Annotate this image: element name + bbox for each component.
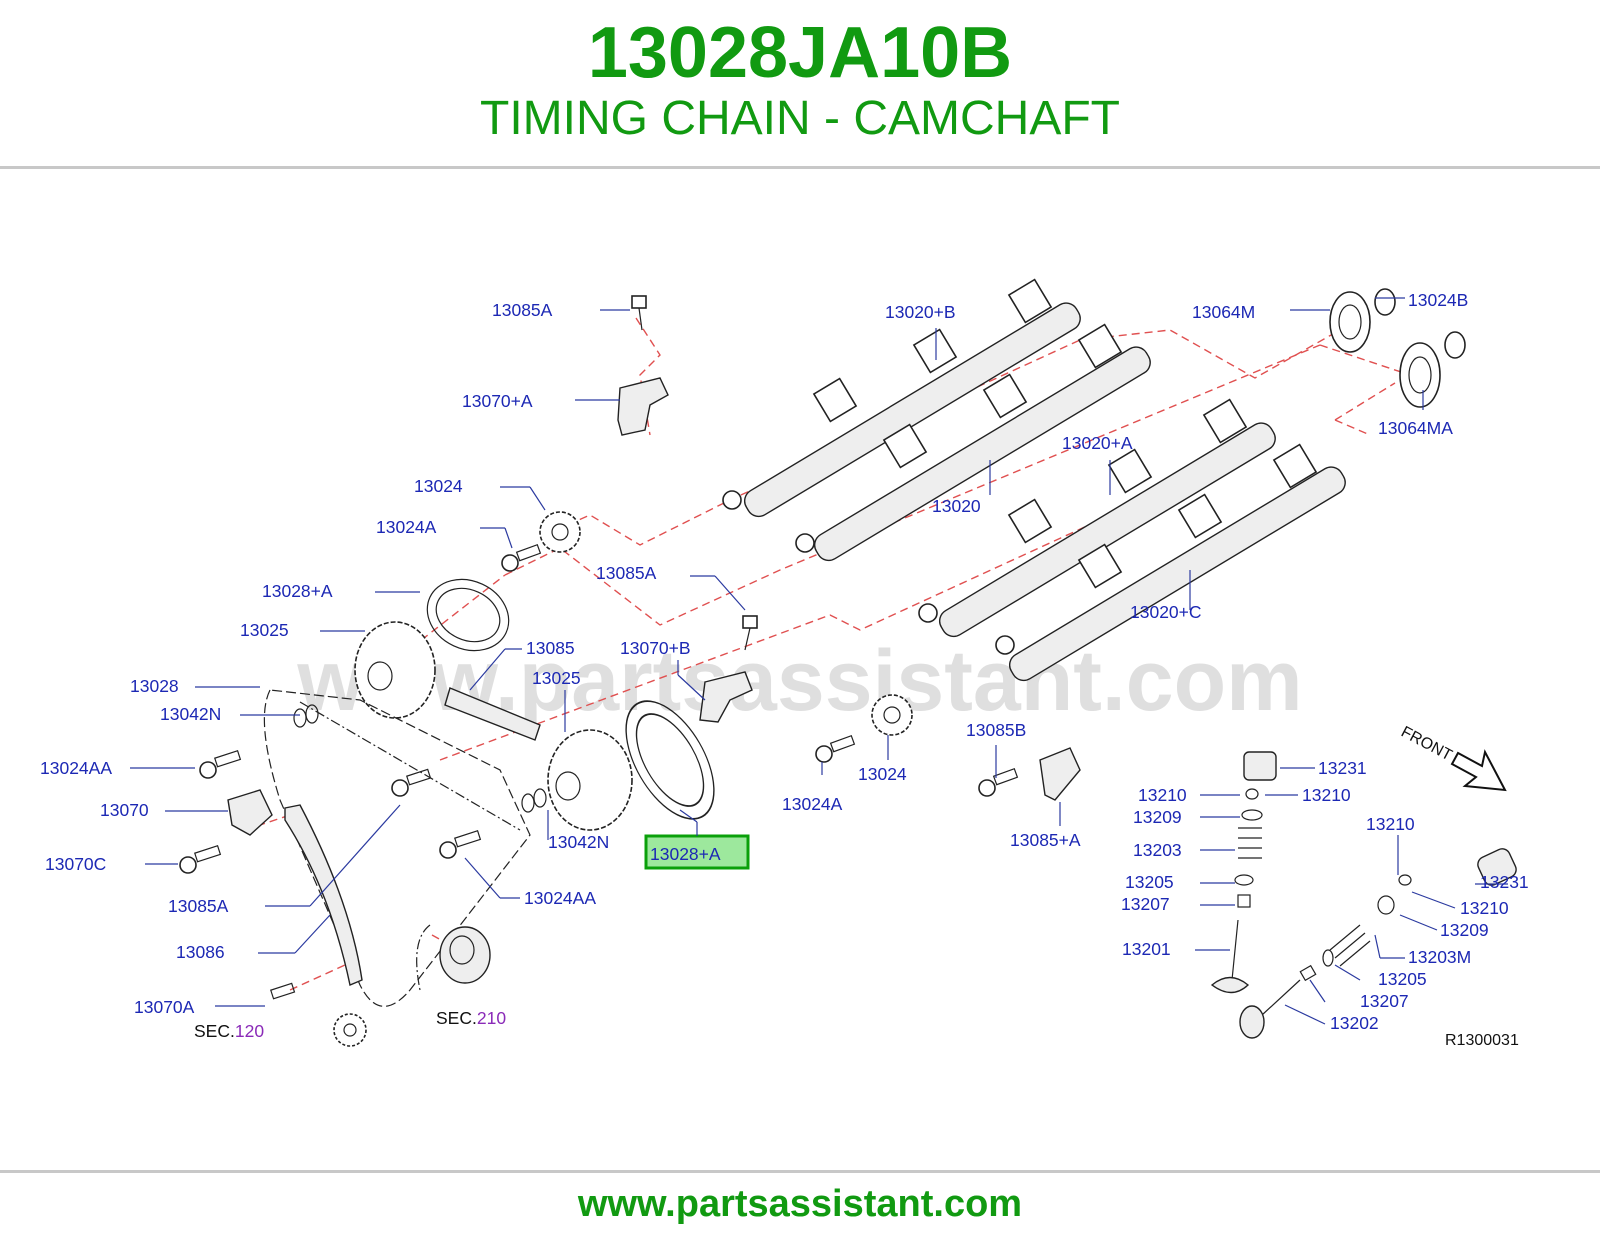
label-13210-b[interactable]: 13210: [1302, 785, 1351, 805]
part-labels: 13085A 13070+A 13020+B 13064M 13024B 130…: [40, 290, 1529, 1033]
leader-lines: [130, 297, 1508, 1025]
camshaft-13020-a: [918, 398, 1276, 638]
camshaft-13020-c: [995, 443, 1346, 682]
sprocket-13025-left: [354, 621, 436, 719]
bolt-13085a-top: [631, 295, 647, 331]
label-13064ma[interactable]: 13064MA: [1378, 418, 1453, 438]
guide-13085: [444, 687, 541, 741]
label-13070c[interactable]: 13070C: [45, 854, 106, 874]
footer-url[interactable]: www.partsassistant.com: [577, 1183, 1023, 1225]
label-13025-mid[interactable]: 13025: [532, 668, 581, 688]
label-13028[interactable]: 13028: [130, 676, 179, 696]
tensioner-13070: [227, 789, 273, 836]
label-13020-a[interactable]: 13020+A: [1062, 433, 1133, 453]
bolt-13085a-low: [391, 768, 432, 797]
label-13231-b[interactable]: 13231: [1480, 872, 1529, 892]
label-13205-a[interactable]: 13205: [1125, 872, 1174, 892]
valve-assembly-lower: [1239, 848, 1517, 1039]
sec-labels: SEC.120 SEC.210: [194, 1008, 506, 1041]
label-13020-b[interactable]: 13020+B: [885, 302, 956, 322]
camshaft-13020-b: [722, 278, 1081, 518]
header: 13028JA10B TIMING CHAIN - CAMCHAFT: [0, 0, 1600, 168]
label-13207-a[interactable]: 13207: [1121, 894, 1170, 914]
label-13207-b[interactable]: 13207: [1360, 991, 1409, 1011]
label-13085[interactable]: 13085: [526, 638, 575, 658]
bolt-13070a: [270, 982, 296, 1000]
sprocket-13064m: [1329, 288, 1396, 353]
chain-13028: [263, 689, 531, 1007]
bolt-13085b: [978, 767, 1019, 797]
label-13024-top[interactable]: 13024: [414, 476, 463, 496]
label-13202[interactable]: 13202: [1330, 1013, 1379, 1033]
label-13085a-mid[interactable]: 13085A: [596, 563, 657, 583]
label-13070a[interactable]: 13070A: [134, 997, 195, 1017]
sec120-label[interactable]: SEC.120: [194, 1021, 264, 1041]
label-13020-c[interactable]: 13020+C: [1130, 602, 1202, 622]
sprocket-13025-mid: [547, 729, 633, 831]
label-13205-b[interactable]: 13205: [1378, 969, 1427, 989]
label-13070[interactable]: 13070: [100, 800, 149, 820]
label-13085a-low[interactable]: 13085A: [168, 896, 229, 916]
label-13086[interactable]: 13086: [176, 942, 225, 962]
crank-sprocket-sec120: [333, 1013, 367, 1047]
label-13028-a-left[interactable]: 13028+A: [262, 581, 333, 601]
front-label: FRONT: [1398, 724, 1455, 765]
label-13070-a[interactable]: 13070+A: [462, 391, 533, 411]
label-13020[interactable]: 13020: [932, 496, 981, 516]
label-13024a-top[interactable]: 13024A: [376, 517, 437, 537]
bolt-13024aa-left: [199, 750, 242, 779]
label-13085b[interactable]: 13085B: [966, 720, 1026, 740]
label-13028-a-highlighted[interactable]: 13028+A: [650, 844, 721, 864]
label-13210-a[interactable]: 13210: [1138, 785, 1187, 805]
bolt-13024a-top: [501, 543, 542, 572]
label-13209-a[interactable]: 13209: [1133, 807, 1182, 827]
sprocket-13024-mid: [871, 694, 913, 736]
bracket-13085-a: [1039, 747, 1081, 801]
sprocket-13064ma: [1399, 331, 1466, 408]
washers-13042n: [293, 704, 547, 813]
parts-diagram: www.partsassistant.com: [40, 278, 1529, 1049]
label-13070-b[interactable]: 13070+B: [620, 638, 691, 658]
label-13024aa-mid[interactable]: 13024AA: [524, 888, 596, 908]
pump-sec210: [439, 926, 491, 984]
label-13231-a[interactable]: 13231: [1318, 758, 1367, 778]
valve-assembly-upper: [1210, 751, 1277, 994]
footer-divider: [0, 1170, 1600, 1173]
part-title: TIMING CHAIN - CAMCHAFT: [480, 92, 1120, 145]
header-divider: [0, 166, 1600, 169]
label-13209-b[interactable]: 13209: [1440, 920, 1489, 940]
label-13203m[interactable]: 13203M: [1408, 947, 1471, 967]
sprocket-13024-top: [539, 511, 581, 553]
front-indicator: FRONT: [1398, 724, 1507, 792]
label-13024aa-left[interactable]: 13024AA: [40, 758, 112, 778]
dashed-assembly-lines: [244, 317, 1411, 991]
label-13085a-top[interactable]: 13085A: [492, 300, 553, 320]
label-13064m[interactable]: 13064M: [1192, 302, 1255, 322]
label-13085-a[interactable]: 13085+A: [1010, 830, 1081, 850]
bolt-13024a-mid: [815, 734, 856, 763]
label-13042n-mid[interactable]: 13042N: [548, 832, 609, 852]
label-13024a-mid[interactable]: 13024A: [782, 794, 843, 814]
label-13210-d[interactable]: 13210: [1460, 898, 1509, 918]
label-13025-left[interactable]: 13025: [240, 620, 289, 640]
label-13042n-left[interactable]: 13042N: [160, 704, 221, 724]
tensioner-13070-b: [699, 671, 753, 723]
guide-13086: [284, 804, 363, 986]
label-13024b[interactable]: 13024B: [1408, 290, 1468, 310]
label-13210-c[interactable]: 13210: [1366, 814, 1415, 834]
camshaft-13020: [795, 323, 1151, 562]
bolt-13085a-mid: [742, 615, 758, 651]
bolt-13024aa-mid: [439, 830, 482, 859]
part-number: 13028JA10B: [587, 13, 1013, 93]
reference-code: R1300031: [1445, 1032, 1519, 1049]
label-13203[interactable]: 13203: [1133, 840, 1182, 860]
label-13024-mid[interactable]: 13024: [858, 764, 907, 784]
sec210-label[interactable]: SEC.210: [436, 1008, 506, 1028]
label-13201[interactable]: 13201: [1122, 939, 1171, 959]
bolt-13070c: [179, 845, 222, 874]
tensioner-13070-a: [617, 377, 669, 436]
watermark: www.partsassistant.com: [296, 633, 1302, 729]
